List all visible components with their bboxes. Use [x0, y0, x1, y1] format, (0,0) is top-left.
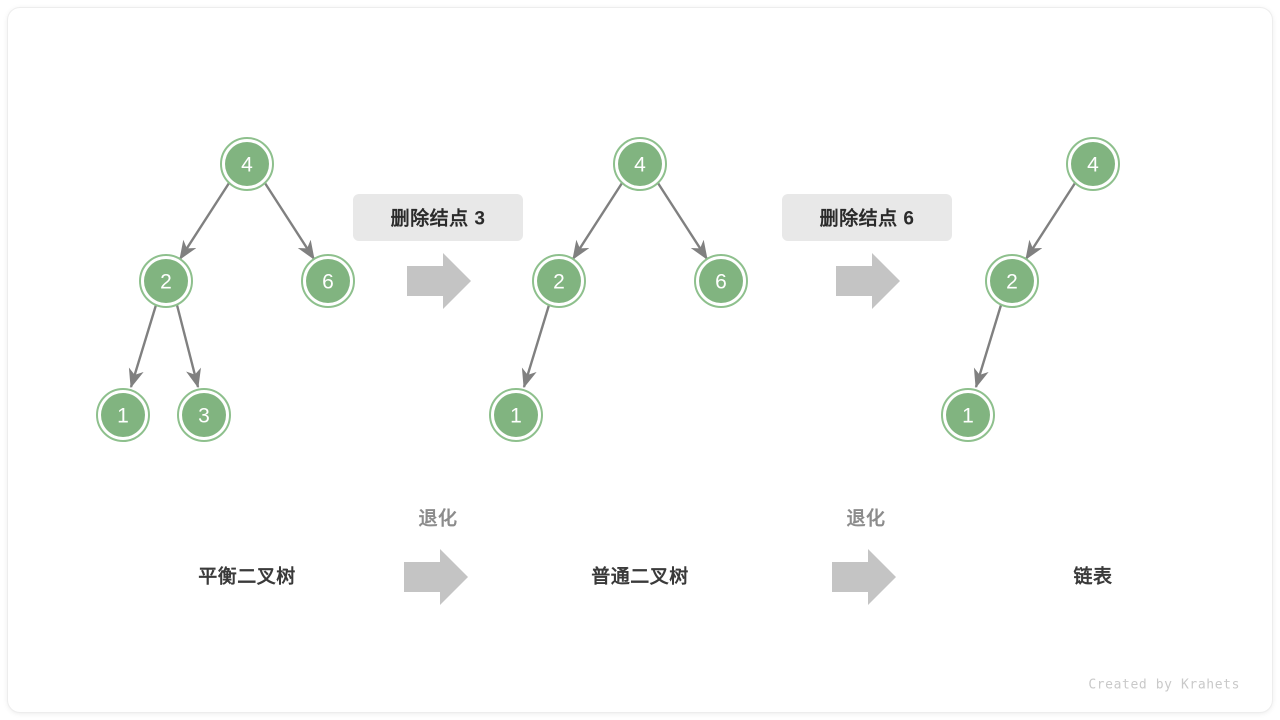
stage-label-ordinary-tree: 普通二叉树 [591, 565, 689, 588]
tree-node-2[interactable]: 2 [985, 254, 1039, 308]
node-value: 2 [160, 271, 172, 294]
transition-degenerate-1: 退化 [404, 507, 468, 605]
node-value: 6 [715, 271, 727, 294]
tree-node-2[interactable]: 2 [139, 254, 193, 308]
node-value: 4 [1087, 154, 1099, 177]
node-circle [182, 393, 226, 437]
operation-chip-background [353, 194, 523, 241]
transition-degenerate-2: 退化 [832, 507, 896, 605]
node-circle [990, 259, 1034, 303]
panel-linked-list: 4 2 1 [941, 137, 1120, 442]
credit-watermark: Created by Krahets [1088, 678, 1240, 693]
node-circle [699, 259, 743, 303]
stage-label-row: 平衡二叉树 普通二叉树 链表 [198, 565, 1113, 588]
block-arrow-icon [404, 549, 468, 605]
transition-label: 退化 [418, 507, 457, 530]
tree-node-4[interactable]: 4 [1066, 137, 1120, 191]
tree-node-6[interactable]: 6 [694, 254, 748, 308]
node-circle [494, 393, 538, 437]
node-circle [101, 393, 145, 437]
tree-node-6[interactable]: 6 [301, 254, 355, 308]
operation-chip-background [782, 194, 952, 241]
node-circle [225, 142, 269, 186]
node-value: 1 [117, 405, 129, 428]
edge-2-to-1 [973, 304, 1003, 389]
node-circle [537, 259, 581, 303]
stage-label-balanced-tree: 平衡二叉树 [198, 565, 296, 588]
node-value: 4 [634, 154, 646, 177]
figure-card: 4 2 6 1 3 [8, 8, 1272, 712]
node-value: 4 [241, 154, 253, 177]
edge-4-to-2 [571, 179, 626, 261]
edge-2-to-3 [175, 304, 201, 389]
edge-4-to-6 [261, 179, 316, 261]
node-circle [1071, 142, 1115, 186]
tree-node-1[interactable]: 1 [489, 388, 543, 442]
block-arrow-icon [836, 253, 900, 309]
operation-delete-node-3: 删除结点 3 [353, 194, 523, 309]
stage-label-linked-list: 链表 [1073, 565, 1113, 588]
tree-edges-balanced [128, 179, 316, 389]
tree-node-2[interactable]: 2 [532, 254, 586, 308]
transition-label: 退化 [846, 507, 885, 530]
node-circle [946, 393, 990, 437]
node-value: 2 [553, 271, 565, 294]
tree-edges-linked-list [973, 179, 1079, 389]
tree-node-1[interactable]: 1 [941, 388, 995, 442]
node-value: 2 [1006, 271, 1018, 294]
block-arrow-icon [407, 253, 471, 309]
operation-delete-node-6: 删除结点 6 [782, 194, 952, 309]
edge-2-to-1 [521, 304, 551, 389]
node-value: 1 [962, 405, 974, 428]
edge-2-to-1 [128, 304, 158, 389]
node-circle [618, 142, 662, 186]
tree-node-1[interactable]: 1 [96, 388, 150, 442]
tree-node-4[interactable]: 4 [220, 137, 274, 191]
edge-4-to-2 [178, 179, 233, 261]
operation-chip-label: 删除结点 6 [820, 207, 915, 230]
node-circle [144, 259, 188, 303]
edge-4-to-2 [1024, 179, 1079, 261]
node-value: 1 [510, 405, 522, 428]
tree-edges-ordinary [521, 179, 709, 389]
panel-balanced-tree: 4 2 6 1 3 [96, 137, 355, 442]
node-value: 6 [322, 271, 334, 294]
edge-4-to-6 [654, 179, 709, 261]
operation-chip-label: 删除结点 3 [391, 207, 486, 230]
panel-ordinary-tree: 4 2 6 1 [489, 137, 748, 442]
node-circle [306, 259, 350, 303]
bst-degeneration-diagram: 4 2 6 1 3 [96, 137, 1240, 693]
node-value: 3 [198, 405, 210, 428]
block-arrow-icon [832, 549, 896, 605]
tree-node-3[interactable]: 3 [177, 388, 231, 442]
tree-node-4[interactable]: 4 [613, 137, 667, 191]
